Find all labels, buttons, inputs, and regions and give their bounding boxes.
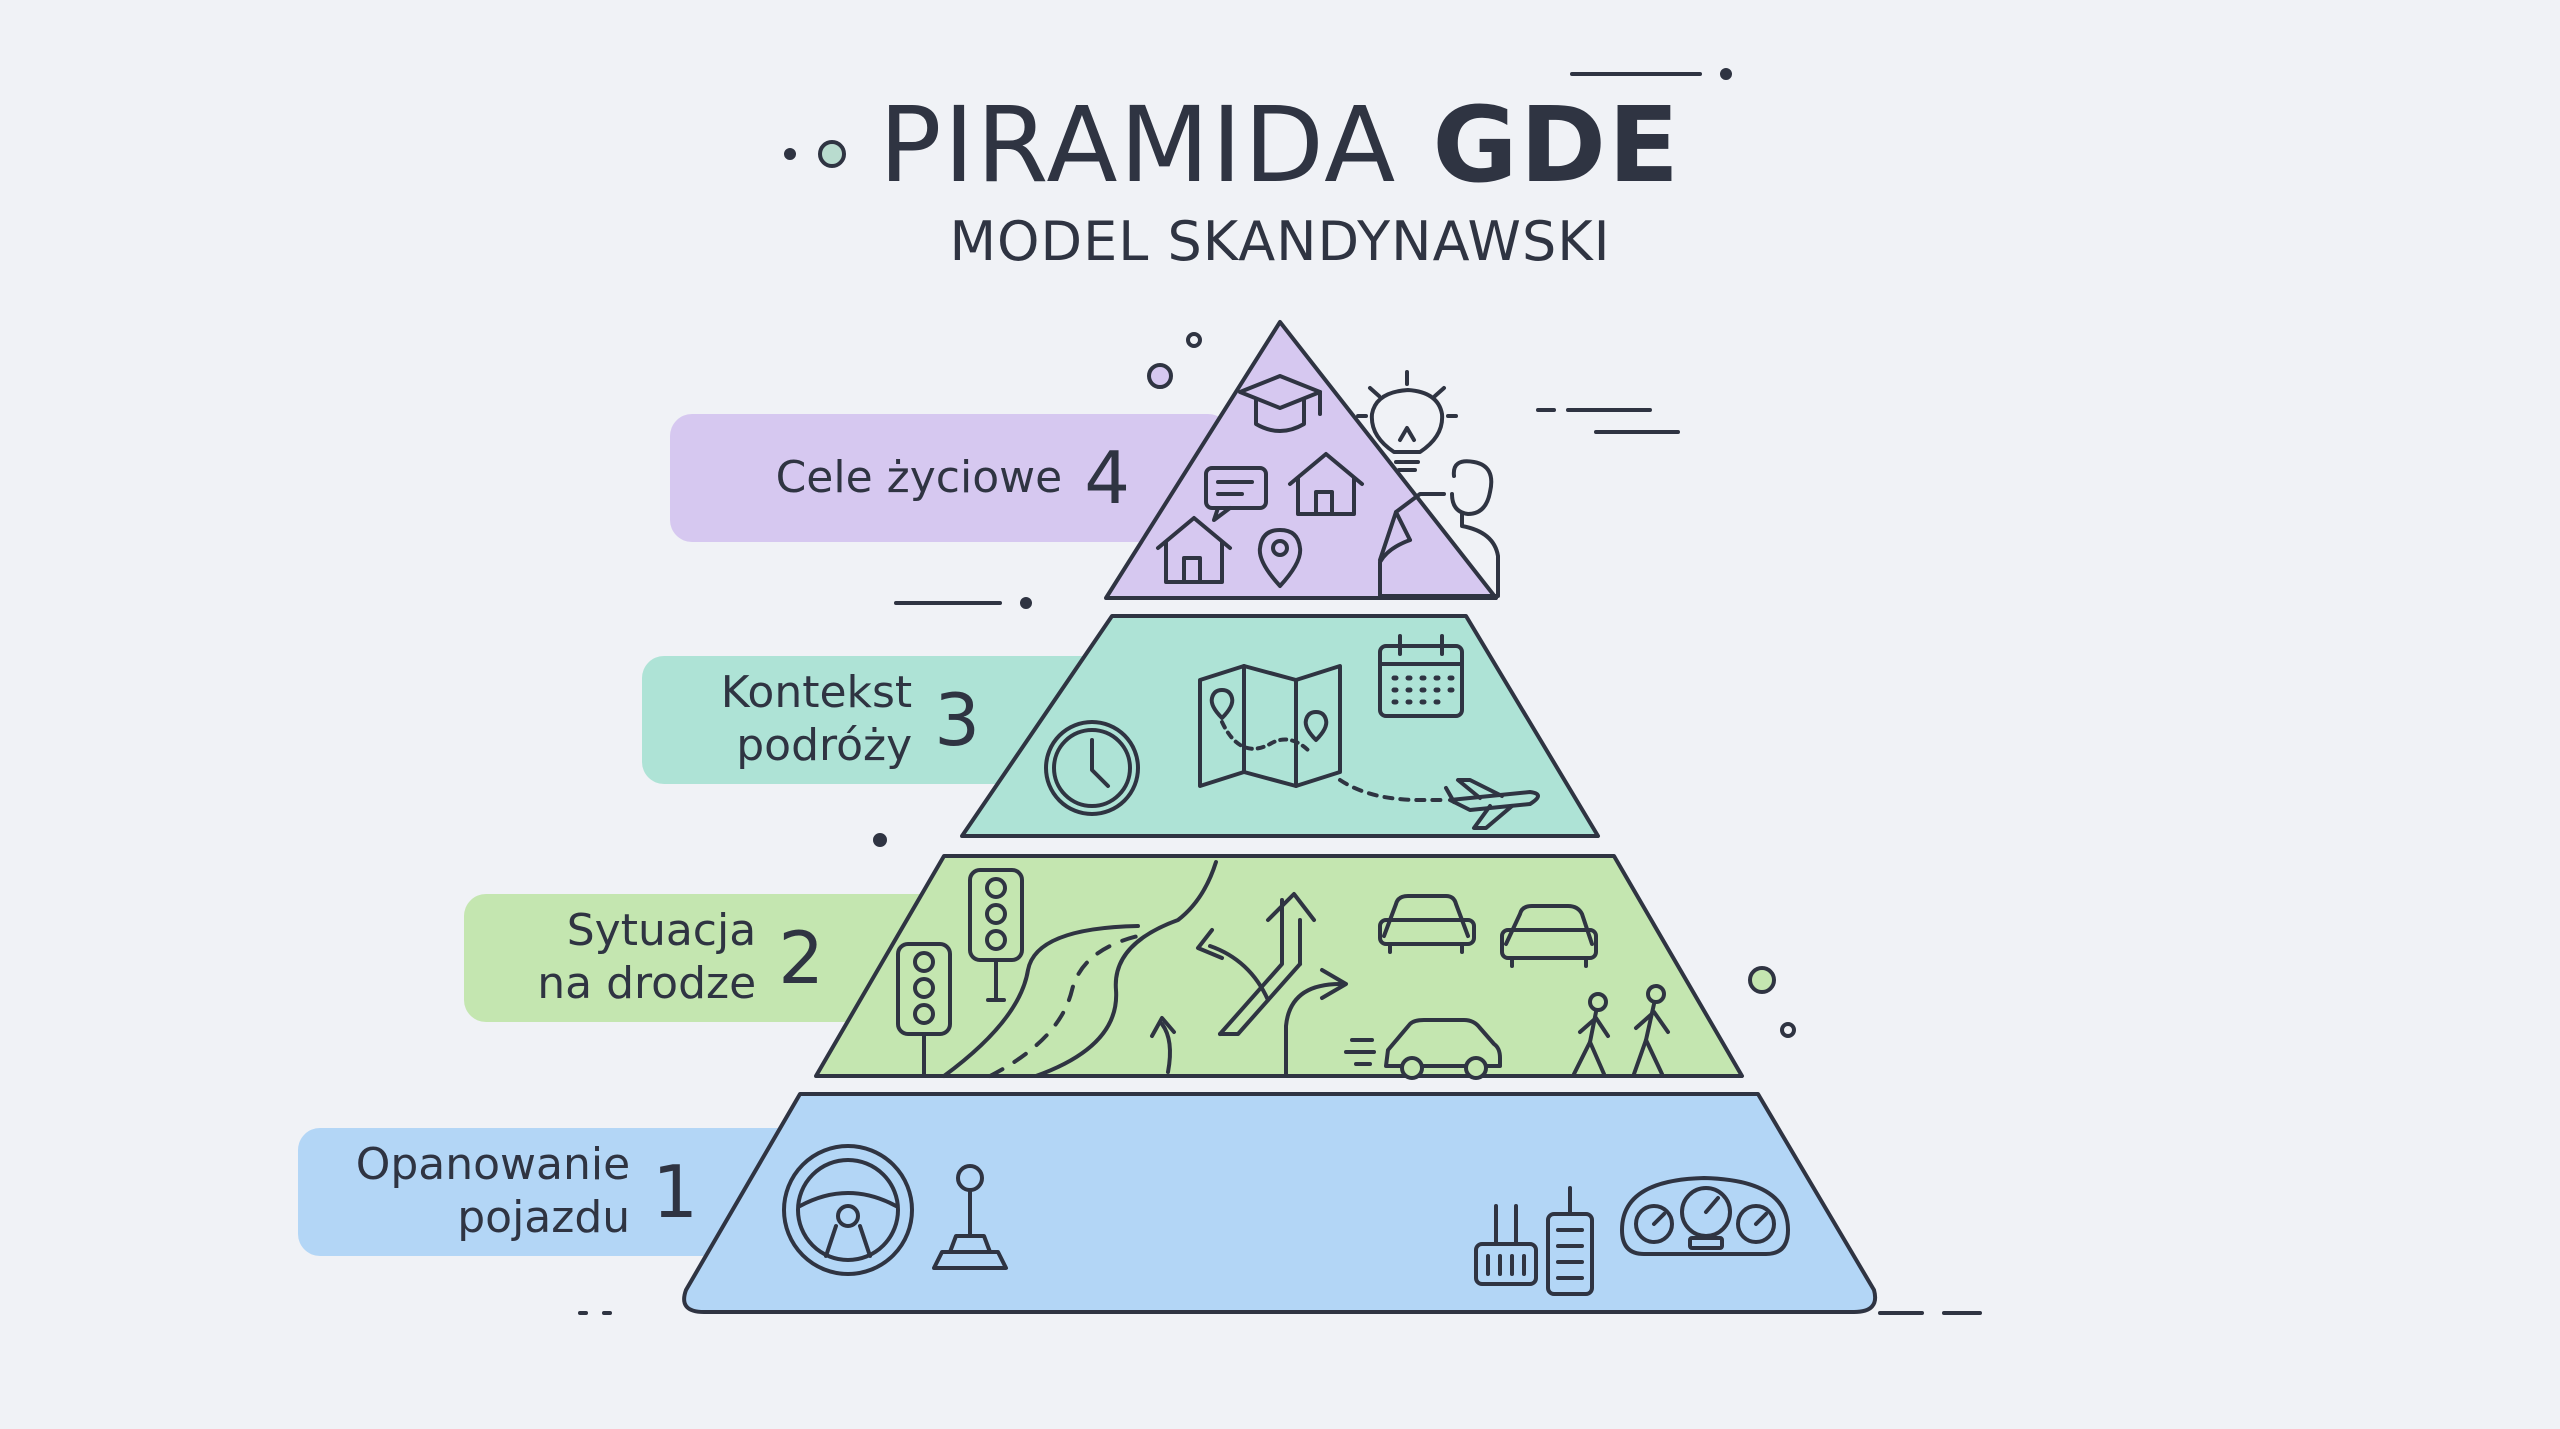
level-1-number: 1 [652,1150,698,1234]
graduation-cap-icon [1238,374,1322,433]
calendar-icon [1378,634,1464,718]
turn-arrows-icon [1150,892,1348,1076]
level-3-label-line1: Kontekst [720,667,913,719]
page-title: PIRAMIDA GDE [0,88,2560,202]
level-2-label-line2: na drodze [537,958,757,1009]
title-bold: GDE [1432,84,1682,206]
level-3-number: 3 [934,678,980,762]
car-icon [1378,894,1476,954]
location-pin-icon [1257,528,1303,588]
pyramid-level-4 [1104,320,1498,600]
map-icon [1198,664,1342,788]
level-2-label-line1: Sytuacja [566,905,757,957]
level-4-label: Cele życiowe 4 [670,414,1230,542]
level-2-number: 2 [778,916,824,1000]
pyramid-level-1 [682,1092,1877,1314]
house-icon [1288,452,1364,516]
dashboard-gauges-icon [1620,1176,1790,1256]
level-4-number: 4 [1084,436,1130,520]
level-1-label-line2: pojazdu [457,1192,631,1243]
road-icon [942,860,1218,1078]
decorations [578,68,1982,1315]
traffic-light-icon [896,942,952,1076]
gear-stick-icon [932,1164,1008,1270]
level-3-label-line2: podróży [736,720,913,771]
level-4-label-text: Cele życiowe [775,451,1063,503]
route-dashes [1338,778,1448,802]
airplane-icon [1444,778,1540,830]
traffic-light-icon [968,868,1024,1002]
page-subtitle: MODEL SKANDYNAWSKI [949,210,1611,273]
pedals-icon [1474,1186,1594,1296]
car-icon [1344,1018,1502,1080]
pyramid-level-3 [960,614,1600,838]
level-1-label-line1: Opanowanie [355,1139,631,1191]
clock-icon [1044,720,1140,816]
car-icon [1500,904,1598,968]
lightbulb-icon [1356,370,1458,472]
thinking-person-icon [1378,459,1500,598]
chat-bubble-icon [1204,466,1268,522]
house-icon [1156,516,1232,584]
steering-wheel-icon [782,1144,914,1276]
pedestrians-icon [1572,984,1670,1076]
title-light: PIRAMIDA [878,84,1433,206]
